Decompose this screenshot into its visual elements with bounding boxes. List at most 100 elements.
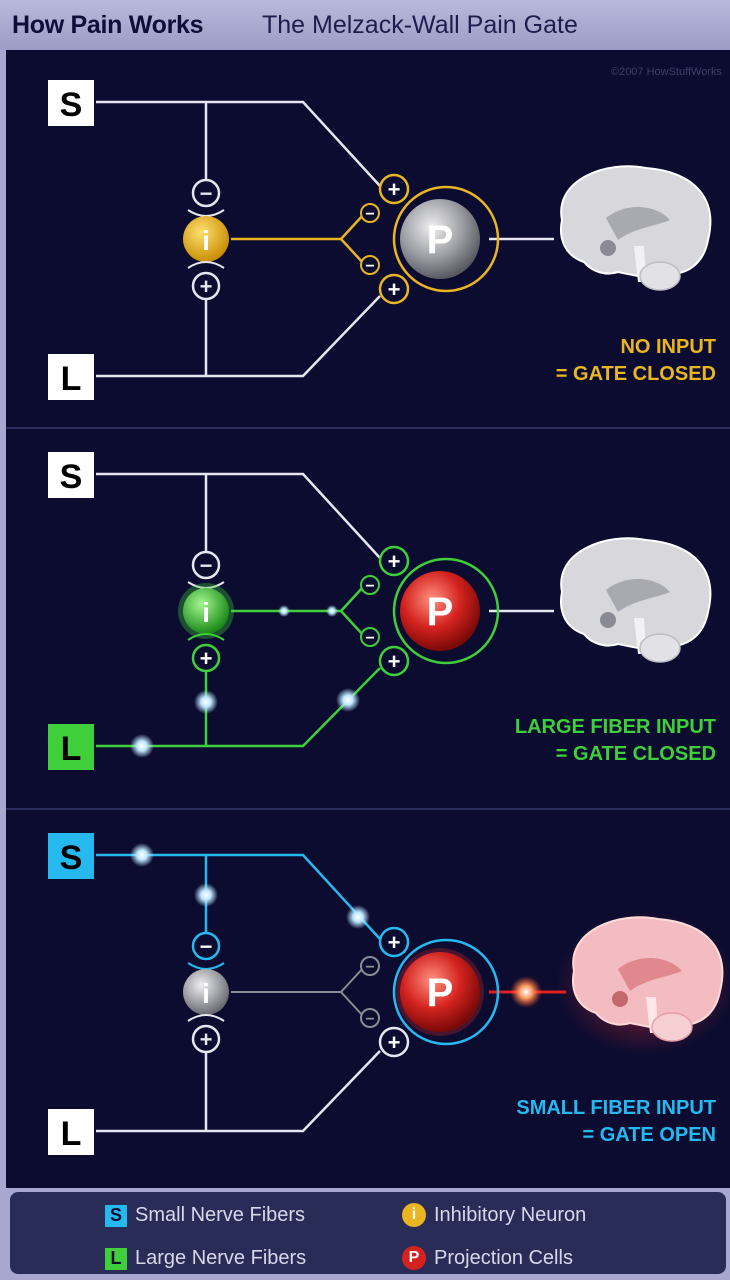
plus-synapse	[191, 643, 221, 673]
minus-sign: −	[365, 206, 374, 223]
projection-plus-synapse	[378, 1026, 410, 1058]
small-fiber-label: S	[60, 86, 83, 124]
projection-minus-synapse	[360, 575, 380, 595]
panel-1-diagram: S L − i + + − − +	[48, 80, 712, 400]
legend-label: Inhibitory Neuron	[434, 1203, 587, 1226]
plus-sign: +	[388, 649, 401, 674]
minus-sign: −	[365, 258, 374, 275]
panel-1-caption: NO INPUT = GATE CLOSED	[556, 334, 716, 388]
projection-cell-label: P	[427, 971, 454, 1015]
inhibitory-neuron-label: i	[202, 225, 210, 256]
small-fiber-label: S	[60, 839, 83, 877]
large-fiber-label: L	[61, 730, 82, 768]
synapse-cleft	[187, 1014, 225, 1022]
legend-label: Projection Cells	[434, 1246, 573, 1269]
caption-line-2: = GATE CLOSED	[555, 363, 716, 385]
synapse-cleft	[187, 633, 225, 641]
blue-fibers	[96, 853, 381, 940]
small-fiber-box	[48, 452, 94, 498]
large-fiber-box	[48, 354, 94, 400]
panel-3-caption: SMALL FIBER INPUT = GATE OPEN	[516, 1095, 716, 1149]
large-fiber-label: L	[61, 1115, 82, 1153]
legend: S Small Nerve Fibers L Large Nerve Fiber…	[10, 1192, 726, 1274]
projection-cell	[400, 571, 480, 651]
panel-no-input: S L − i + + − − +	[6, 50, 730, 427]
white-fibers	[96, 1050, 381, 1133]
minus-sign: −	[200, 181, 213, 206]
inhibitory-neuron	[183, 588, 229, 634]
plus-sign: +	[388, 930, 401, 955]
caption-line-1: LARGE FIBER INPUT	[514, 716, 716, 738]
synapse-cleft	[187, 209, 225, 217]
signal-sparks	[130, 843, 542, 1008]
inhibitory-neuron	[183, 216, 229, 262]
diagram-stage: ©2007 HowStuffWorks	[6, 50, 730, 1188]
legend-label: Small Nerve Fibers	[135, 1204, 306, 1226]
projection-plus-synapse	[378, 173, 410, 205]
panel-large-fiber-input: S L − i +	[6, 430, 730, 807]
panel-2-diagram: S L − i +	[48, 452, 712, 770]
small-fiber-box	[48, 80, 94, 126]
projection-plus-synapse	[378, 273, 410, 305]
plus-sign: +	[388, 277, 401, 302]
small-fiber-box	[48, 833, 94, 879]
large-fiber-box	[48, 1109, 94, 1155]
inhibitory-neuron	[183, 969, 229, 1015]
minus-sign: −	[200, 553, 213, 578]
plus-sign: +	[200, 274, 213, 299]
minus-sign: −	[200, 934, 213, 959]
signal-sparks	[130, 605, 360, 758]
caption-line-1: SMALL FIBER INPUT	[516, 1097, 716, 1119]
plus-synapse	[191, 271, 221, 301]
inhibitory-icon: i	[402, 1203, 426, 1227]
legend-projection: P Projection Cells	[402, 1246, 573, 1270]
projection-minus-synapse	[360, 627, 380, 647]
projection-cell	[400, 952, 480, 1032]
large-fiber-label: L	[61, 360, 82, 398]
figure-subtitle: The Melzack-Wall Pain Gate	[262, 11, 578, 39]
projection-icon: P	[402, 1246, 426, 1270]
plus-sign: +	[200, 646, 213, 671]
caption-line-2: = GATE CLOSED	[555, 743, 716, 765]
brain-icon-active	[556, 911, 730, 1055]
panel-3-diagram: S L − i + + −	[48, 833, 730, 1155]
projection-minus-synapse	[360, 956, 380, 976]
projection-cell-outline	[392, 938, 500, 1046]
caption-line-2: = GATE OPEN	[582, 1124, 716, 1146]
legend-label: Large Nerve Fibers	[135, 1247, 307, 1269]
panel-divider	[6, 427, 730, 429]
legend-large-fibers: L Large Nerve Fibers	[105, 1247, 306, 1270]
projection-minus-synapse	[360, 1008, 380, 1028]
copyright-notice: ©2007 HowStuffWorks	[610, 66, 722, 78]
inhibitory-neuron-label: i	[202, 978, 210, 1009]
plus-synapse	[191, 1024, 221, 1054]
inhibitory-paths	[231, 185, 500, 293]
small-fiber-swatch: S	[105, 1204, 127, 1227]
plus-sign: +	[388, 177, 401, 202]
minus-sign: −	[365, 959, 374, 976]
plus-sign: +	[388, 1030, 401, 1055]
legend-inhibitory: i Inhibitory Neuron	[402, 1203, 586, 1227]
minus-synapse	[191, 931, 221, 961]
minus-sign: −	[365, 578, 374, 595]
projection-plus-synapse	[378, 926, 410, 958]
minus-sign: −	[365, 630, 374, 647]
projection-cell-label: P	[427, 590, 454, 634]
minus-synapse	[191, 550, 221, 580]
panel-divider	[6, 808, 730, 810]
small-fiber-label: S	[60, 458, 83, 496]
plus-sign: +	[388, 549, 401, 574]
synapse-cleft	[187, 962, 225, 970]
projection-minus-synapse	[360, 203, 380, 223]
panel-small-fiber-input: S L − i + + −	[6, 811, 730, 1188]
white-fibers	[96, 472, 554, 613]
large-fiber-swatch: L	[105, 1247, 127, 1270]
large-fiber-box	[48, 724, 94, 770]
synapse-cleft	[187, 261, 225, 269]
projection-plus-synapse	[378, 545, 410, 577]
legend-small-fibers: S Small Nerve Fibers	[105, 1204, 305, 1227]
inhibitory-neuron-label: i	[202, 597, 210, 628]
figure-title: How Pain Works	[12, 11, 204, 39]
gray-inhibitory-paths	[231, 966, 365, 1018]
